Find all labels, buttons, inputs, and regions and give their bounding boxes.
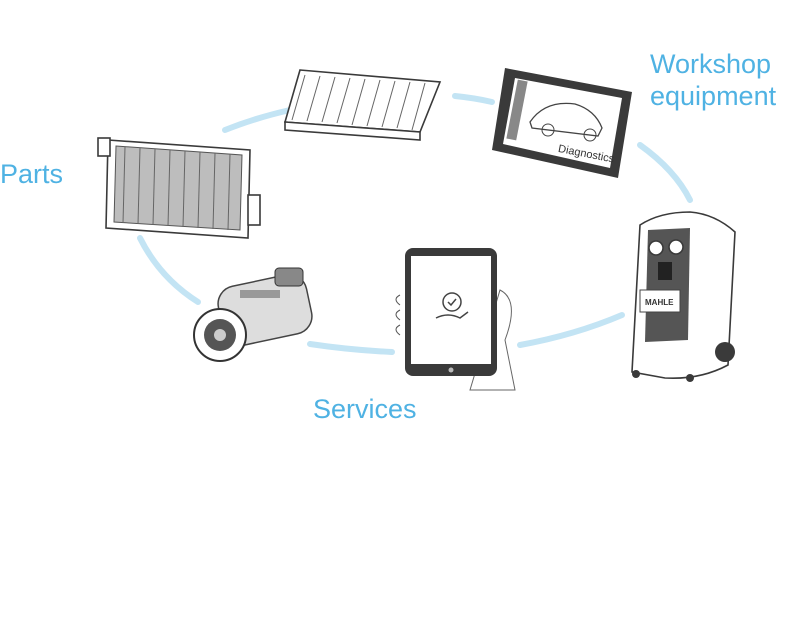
label-workshop-line1: Workshop	[650, 49, 772, 79]
gear-hand-check-icon	[435, 292, 469, 319]
label-parts: Parts	[0, 159, 64, 189]
radiator-image	[97, 137, 261, 239]
arc-services-compressor	[307, 341, 395, 355]
label-services: Services	[313, 394, 417, 424]
diagnostics-tablet-image: Diagnostics	[492, 68, 632, 178]
label-workshop-equipment: Workshop equipment	[650, 48, 776, 112]
label-workshop-line2: equipment	[650, 81, 777, 111]
ac-service-machine-image: MAHLE	[631, 211, 736, 382]
ac-compressor-image	[193, 267, 313, 362]
arc-tablet-machine	[637, 142, 693, 203]
arc-machine-services	[517, 312, 625, 348]
services-tablet-image	[395, 248, 516, 391]
arc-filter-tablet	[452, 93, 495, 105]
arc-compressor-radiator	[137, 235, 201, 305]
cabin-filter-image	[283, 69, 442, 141]
connector-arcs	[137, 93, 693, 355]
arc-radiator-filter	[222, 107, 293, 133]
brand-text: MAHLE	[645, 298, 674, 307]
